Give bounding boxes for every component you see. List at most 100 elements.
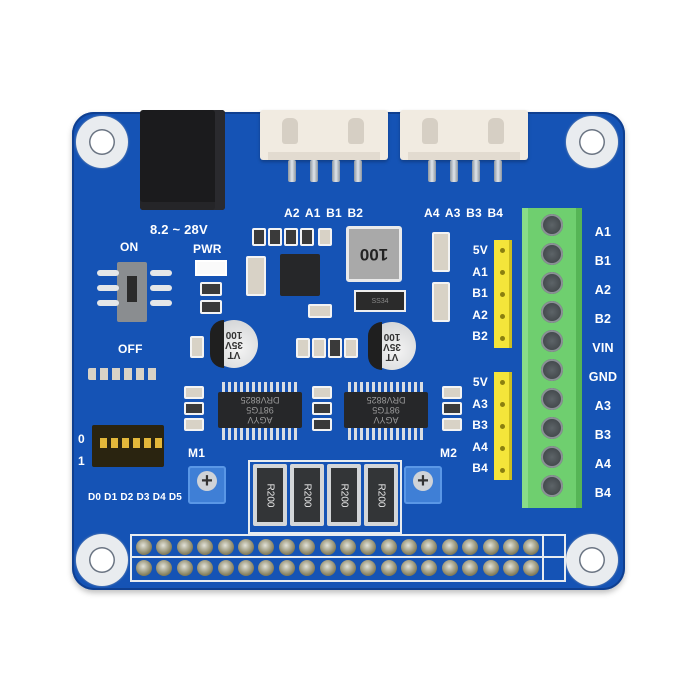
dip-key-d0[interactable] xyxy=(100,438,107,448)
sense-resistor: R200 xyxy=(327,464,361,526)
smd-capacitor xyxy=(432,282,450,322)
ic-marking: 98TG5 xyxy=(246,405,274,415)
dip-key-d4[interactable] xyxy=(144,438,151,448)
switch-pin xyxy=(97,285,119,291)
motor-connector-2-labels: A4 A3 B3 B4 xyxy=(424,206,503,220)
smd-capacitor xyxy=(442,418,462,431)
gpio-header-40pin xyxy=(130,534,566,582)
dip-key-d5[interactable] xyxy=(155,438,162,448)
terminal-screw[interactable] xyxy=(541,359,563,381)
current-adjust-potentiometer-m1[interactable] xyxy=(188,466,226,504)
dip-label: D4 xyxy=(152,492,166,503)
pin-label: A4 xyxy=(424,206,440,220)
dip-switch[interactable] xyxy=(92,425,164,467)
power-switch[interactable] xyxy=(117,262,147,322)
dip-label: D2 xyxy=(120,492,134,503)
terminal-label: B4 xyxy=(594,486,612,500)
connector-pin xyxy=(310,160,318,182)
cap-marking: 100 xyxy=(225,329,243,340)
gpio-pin1-divider xyxy=(542,536,544,580)
smd-resistor xyxy=(312,418,332,431)
smd-capacitor xyxy=(246,256,266,296)
pin-label: B4 xyxy=(487,206,504,220)
smd-capacitor xyxy=(312,338,326,358)
motor-1-label: M1 xyxy=(188,446,206,460)
terminal-label: A4 xyxy=(594,457,612,471)
pin-label: A3 xyxy=(444,206,461,220)
smd-capacitor xyxy=(442,386,462,399)
sense-resistor: R200 xyxy=(364,464,398,526)
smd-capacitor xyxy=(190,336,204,358)
ic-marking: AGYV xyxy=(373,415,399,425)
resistor-marking: R200 xyxy=(338,483,350,507)
screw-terminal-labels: A1 B1 A2 B2 VIN GND A3 B3 A4 B4 xyxy=(585,218,621,508)
smd-resistor xyxy=(328,338,342,358)
switch-on-label: ON xyxy=(120,240,139,254)
electrolytic-capacitor-2: VT 35V 100 xyxy=(368,322,416,370)
sense-resistor: R200 xyxy=(253,464,287,526)
terminal-label: B2 xyxy=(594,312,612,326)
terminal-label: B3 xyxy=(594,428,612,442)
ic-marking: 98TG5 xyxy=(372,405,400,415)
motor-connector-1-labels: A2 A1 B1 B2 xyxy=(284,206,363,220)
cap-marking: 100 xyxy=(383,331,401,342)
terminal-label: VIN xyxy=(592,341,614,355)
terminal-screw[interactable] xyxy=(541,417,563,439)
smd-capacitor xyxy=(184,386,204,399)
smd-resistor xyxy=(200,300,222,314)
terminal-screw[interactable] xyxy=(541,214,563,236)
motor-connector-1 xyxy=(260,110,388,160)
resistor-marking: R200 xyxy=(375,483,387,507)
dc-power-jack xyxy=(140,110,225,210)
header-pins-group-1 xyxy=(494,240,512,348)
smd-resistor-array xyxy=(88,368,160,380)
terminal-screw[interactable] xyxy=(541,475,563,497)
current-adjust-potentiometer-m2[interactable] xyxy=(404,466,442,504)
schottky-diode: SS34 xyxy=(354,290,406,312)
connector-pin xyxy=(472,160,480,182)
smd-capacitor xyxy=(308,304,332,318)
connector-pin xyxy=(428,160,436,182)
smd-resistor xyxy=(200,282,222,296)
electrolytic-capacitor-1: VT 35V 100 xyxy=(210,320,258,368)
terminal-label: B1 xyxy=(594,254,612,268)
header-pin-label: A3 xyxy=(472,396,488,411)
header-pin-label: A4 xyxy=(472,439,488,454)
smd-resistor xyxy=(252,228,266,246)
terminal-screw[interactable] xyxy=(541,272,563,294)
motor-2-label: M2 xyxy=(440,446,458,460)
terminal-label: GND xyxy=(588,370,618,384)
resistor-marking: R200 xyxy=(301,483,313,507)
sense-resistor-outline xyxy=(248,460,402,534)
header-pin-label: A2 xyxy=(472,307,488,322)
terminal-screw[interactable] xyxy=(541,388,563,410)
dip-label: D5 xyxy=(168,492,183,503)
buck-converter-ic xyxy=(280,254,320,296)
header-pin-label: B3 xyxy=(472,418,488,432)
terminal-screw[interactable] xyxy=(541,301,563,323)
terminal-screw[interactable] xyxy=(541,330,563,352)
connector-pin xyxy=(494,160,502,182)
dip-key-d1[interactable] xyxy=(111,438,118,448)
smd-resistor xyxy=(442,402,462,415)
terminal-screw[interactable] xyxy=(541,243,563,265)
smd-resistor xyxy=(268,228,282,246)
smd-capacitor xyxy=(432,232,450,272)
header-pin-label: 5V xyxy=(472,375,488,389)
dip-key-d3[interactable] xyxy=(133,438,140,448)
header-pin-label: B4 xyxy=(472,461,488,475)
power-input-label: 8.2 ~ 28V xyxy=(150,222,208,237)
switch-pin xyxy=(97,270,119,276)
dip-row-label-0: 0 xyxy=(78,432,85,446)
terminal-screw[interactable] xyxy=(541,446,563,468)
mounting-hole-bottom-left xyxy=(76,534,128,586)
terminal-label: A2 xyxy=(594,283,612,297)
ic-marking: AGYV xyxy=(247,415,273,425)
resistor-marking: R200 xyxy=(264,483,276,507)
power-inductor: 100 xyxy=(346,226,402,282)
smd-resistor xyxy=(312,402,332,415)
smd-resistor xyxy=(184,402,204,415)
cap-marking: 35V xyxy=(383,341,401,352)
header-pin-label: B2 xyxy=(472,329,488,343)
dip-key-d2[interactable] xyxy=(122,438,129,448)
